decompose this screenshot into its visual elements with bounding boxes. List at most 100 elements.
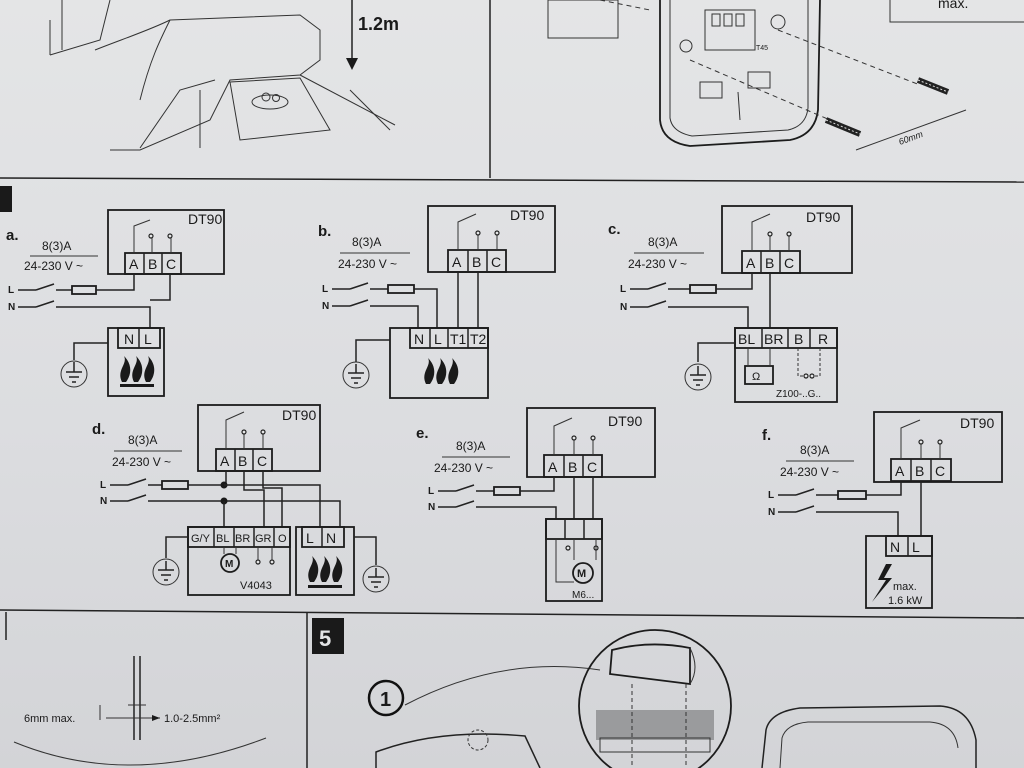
valve-terminal-gy: G/Y [191, 533, 211, 545]
screw-guide-1 [777, 29, 921, 86]
terminal-c: C [257, 453, 267, 469]
thermostat-model: DT90 [510, 207, 544, 223]
mains-n: N [100, 496, 107, 507]
load-terminal-l: L [144, 331, 152, 347]
motor-icon: M [572, 562, 594, 584]
terminal-b: B [148, 256, 157, 272]
diagram-f-letter: f. [762, 427, 771, 444]
distance-line [855, 109, 967, 151]
load-max-label: max. [893, 581, 917, 593]
ground-icon [342, 361, 370, 389]
terminal-a: A [548, 459, 558, 475]
load-terminal-n: N [890, 539, 900, 555]
rating: 8(3)A [42, 239, 71, 253]
bottom-divider [0, 609, 1024, 619]
terminal-a: A [220, 453, 230, 469]
voltage: 24-230 V ~ [338, 257, 397, 271]
max-box [889, 0, 1024, 23]
load-terminal-l: L [912, 539, 920, 555]
resistor-icon [744, 365, 774, 385]
mount-guide [599, 0, 651, 11]
diagram-d-letter: d. [92, 421, 105, 438]
device-label: Z100-..G.. [776, 389, 821, 400]
flame-icon [424, 358, 459, 384]
diagram-a-letter: a. [6, 227, 19, 244]
terminal-c: C [491, 254, 501, 270]
mains-n: N [8, 302, 15, 313]
screw-guide-2 [689, 59, 831, 121]
rating: 8(3)A [648, 235, 677, 249]
motor-icon: M [220, 553, 240, 573]
terminal-a: A [895, 463, 905, 479]
load-terminal-n: N [124, 331, 134, 347]
diagram-e-letter: e. [416, 425, 429, 442]
svg-text:Ω: Ω [752, 371, 760, 383]
diagram-c: c. 8(3)A 24-230 V ~ DT90 A B C L N BL BR… [608, 205, 853, 403]
flame-icon [120, 356, 155, 387]
thermostat-front [761, 705, 977, 768]
terminal-label: T45 [756, 45, 768, 52]
thermostat-box [873, 411, 1003, 483]
voltage: 24-230 V ~ [24, 259, 83, 273]
step-5-label: 5 [319, 626, 331, 651]
wire-max-label: 6mm max. [24, 713, 75, 725]
terminal-c: C [166, 256, 176, 272]
load-terminal-l: L [434, 331, 442, 347]
device-label: M6... [572, 590, 594, 601]
valve-label: V4043 [240, 580, 272, 592]
mains-l: L [620, 284, 626, 295]
svg-text:M: M [225, 559, 233, 570]
thermostat-front-inner [779, 721, 959, 768]
ground-icon [152, 558, 180, 586]
screw-distance: 60mm [897, 129, 924, 147]
load-terminal-l: L [306, 530, 314, 546]
load-terminal-bl: BL [738, 331, 755, 347]
thermostat-model: DT90 [960, 415, 994, 431]
wire-strip-sketch [13, 656, 267, 766]
diagram-c-letter: c. [608, 221, 621, 238]
load-terminal-br: BR [764, 331, 783, 347]
ground-icon [362, 565, 390, 593]
step-5-marker [312, 618, 344, 654]
screw-icon [824, 117, 862, 137]
load-terminal-n: N [326, 530, 336, 546]
load-terminal-t2: T2 [470, 331, 487, 347]
rating: 8(3)A [800, 443, 829, 457]
step-circle: 1 [367, 679, 405, 717]
terminal-c: C [587, 459, 597, 475]
voltage: 24-230 V ~ [434, 461, 493, 475]
diagram-a: a. 8(3)A 24-230 V ~ DT90 A B C L N N L [6, 209, 225, 397]
thermostat-model: DT90 [188, 211, 222, 227]
device-body [375, 733, 541, 768]
voltage: 24-230 V ~ [112, 455, 171, 469]
top-divider [0, 177, 1024, 183]
valve-terminal-bl: BL [216, 533, 229, 545]
wire-section-label: 1.0-2.5mm² [164, 713, 221, 725]
thermostat-model: DT90 [282, 407, 316, 423]
mains-n: N [428, 502, 435, 513]
fuse-icon [837, 490, 867, 500]
mains-n: N [322, 301, 329, 312]
terminal-a: A [746, 255, 756, 271]
diagram-d: d. 8(3)A 24-230 V ~ DT90 A B C L N G/Y B… [92, 404, 390, 596]
detail-zoom [578, 629, 732, 768]
mains-l: L [8, 285, 14, 296]
terminal-c: C [784, 255, 794, 271]
fuse-icon [161, 480, 189, 490]
fuse-icon [71, 285, 97, 295]
mains-n: N [768, 507, 775, 518]
load-terminal-n: N [414, 331, 424, 347]
load-terminal-t1: T1 [450, 331, 467, 347]
thermostat-backplate: T45 [659, 0, 821, 147]
thermostat-model: DT90 [806, 209, 840, 225]
height-label: 1.2m [358, 14, 399, 34]
voltage: 24-230 V ~ [780, 465, 839, 479]
room-sketch [49, 0, 396, 151]
ground-icon [60, 360, 88, 388]
fuse-icon [689, 284, 717, 294]
terminal-b: B [238, 453, 247, 469]
valve-terminal-br: BR [235, 533, 250, 545]
terminal-b: B [472, 254, 481, 270]
thermostat-model: DT90 [608, 413, 642, 429]
